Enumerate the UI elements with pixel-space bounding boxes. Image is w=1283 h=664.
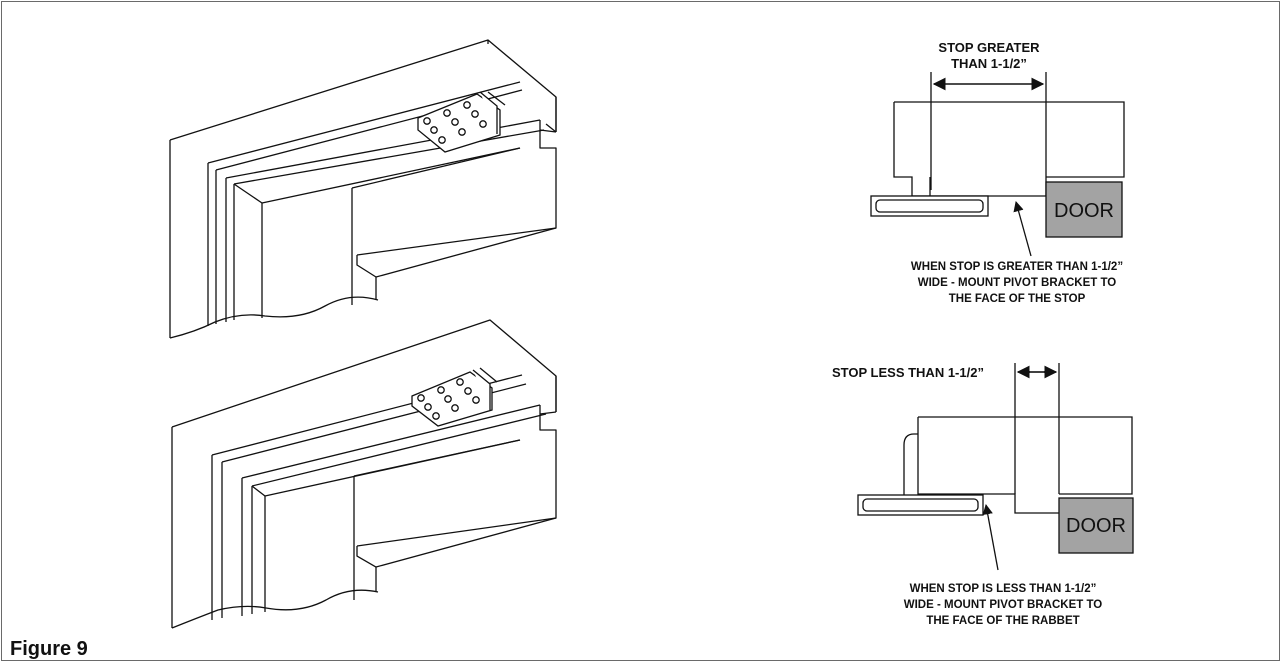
caption-top-2: WIDE - MOUNT PIVOT BRACKET TO — [918, 277, 1117, 289]
figure-label: Figure 9 — [10, 638, 88, 660]
caption-top-1: WHEN STOP IS GREATER THAN 1-1/2” — [911, 261, 1123, 273]
caption-bottom-1: WHEN STOP IS LESS THAN 1-1/2” — [910, 583, 1097, 595]
iso-frame-top — [169, 39, 557, 339]
caption-bottom-2: WIDE - MOUNT PIVOT BRACKET TO — [904, 599, 1103, 611]
caption-top-3: THE FACE OF THE STOP — [949, 293, 1086, 305]
pivot-bracket-bottom — [411, 367, 498, 427]
door-label-bottom: DOOR — [1066, 515, 1126, 537]
iso-frame-bottom — [171, 319, 557, 629]
door-label-top: DOOR — [1054, 200, 1114, 222]
dimension-label-top-1: STOP GREATER — [938, 40, 1040, 55]
section-detail-top — [870, 72, 1125, 257]
caption-bottom-3: THE FACE OF THE RABBET — [926, 615, 1079, 627]
dimension-label-top-2: THAN 1-1/2” — [951, 56, 1027, 71]
door-block-bottom — [1058, 497, 1134, 554]
section-detail-bottom — [857, 363, 1133, 571]
pivot-bracket-top — [417, 91, 506, 153]
door-block-top — [1045, 181, 1123, 238]
dimension-label-bottom: STOP LESS THAN 1-1/2” — [832, 365, 984, 380]
